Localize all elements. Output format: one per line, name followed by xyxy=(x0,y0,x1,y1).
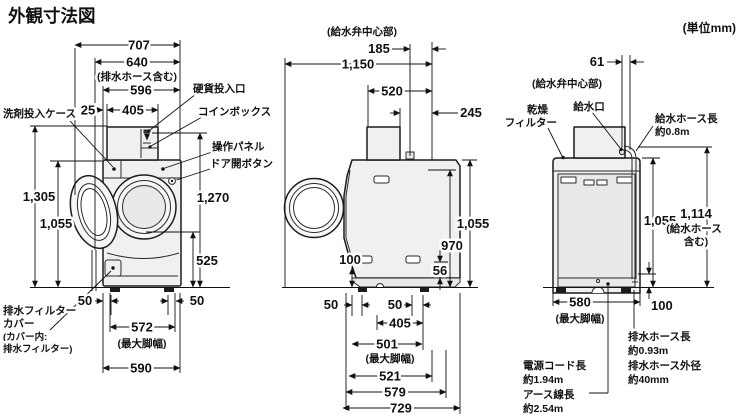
unit-note: (単位mm) xyxy=(683,20,736,35)
rear-foot-left xyxy=(556,287,566,293)
coin-box-unit xyxy=(106,126,159,161)
label-drain-filter-2: カバー xyxy=(3,318,35,330)
dim-1114-note-2: 含む) xyxy=(684,235,709,248)
dim-1305: 1,305 xyxy=(23,189,56,204)
side-machine-drawing xyxy=(283,126,461,292)
cord-exit xyxy=(595,278,601,284)
dim-50-left: 50 xyxy=(78,293,92,308)
dim-1114-note-1: (給水ホース xyxy=(666,222,721,235)
dim-1055-front: 1,055 xyxy=(40,216,73,231)
dim-1114: 1,114 xyxy=(680,206,713,221)
label-door-open-button: ドア開ボタン xyxy=(210,157,273,170)
label-coin-slot: 硬貨投入口 xyxy=(193,82,246,95)
side-view: (給水弁中心部) 185 1,150 520 245 970 1,055 56 … xyxy=(282,23,492,418)
dim-970: 970 xyxy=(441,238,463,253)
rear-foot-right xyxy=(621,287,631,293)
drum-window xyxy=(122,185,166,229)
open-door xyxy=(69,174,119,250)
side-base xyxy=(351,277,461,288)
label-drain-filter-1: 排水フィルター xyxy=(3,304,76,317)
dim-1150: 1,150 xyxy=(342,57,375,72)
dim-520: 520 xyxy=(381,84,403,99)
label-drain-hose-4: 約40mm xyxy=(628,373,669,386)
dim-1270: 1,270 xyxy=(197,190,230,205)
dim-572: 572 xyxy=(131,320,153,335)
dim-405: 405 xyxy=(122,103,144,118)
dim-640: 640 xyxy=(126,55,148,70)
dim-707: 707 xyxy=(128,38,150,53)
dim-640-note: (排水ホース含む) xyxy=(97,70,177,83)
dim-580-note: (最大脚幅) xyxy=(556,312,605,325)
label-water-inlet: 給水口 xyxy=(573,100,605,113)
supply-hose xyxy=(623,145,638,283)
dim-579: 579 xyxy=(384,385,406,400)
side-top-duct xyxy=(366,126,401,161)
front-foot-left xyxy=(110,287,120,292)
coin-slot-opening xyxy=(143,129,150,134)
side-dimension-lines xyxy=(282,42,478,414)
side-foot-rear xyxy=(420,287,429,292)
dim-100-rear: 100 xyxy=(651,298,673,313)
label-valve-center-side: (給水弁中心部) xyxy=(327,25,397,38)
dim-521: 521 xyxy=(379,369,401,384)
label-detergent-case: 洗剤投入ケース xyxy=(3,107,76,120)
label-drain-filter-3: (カバー内: xyxy=(3,331,47,343)
label-earth-wire-1: アース線長 xyxy=(523,388,575,401)
dim-56: 56 xyxy=(433,263,447,278)
label-dry-filter-2: フィルター xyxy=(505,117,557,129)
dim-572-note: (最大脚幅) xyxy=(118,337,167,350)
dim-501: 501 xyxy=(376,337,398,352)
drain-hose-front xyxy=(91,250,97,291)
dim-501-note: (最大脚幅) xyxy=(366,352,415,365)
rear-panel xyxy=(557,173,636,288)
rear-machine-drawing xyxy=(552,126,641,294)
label-coin-box: コインボックス xyxy=(198,105,271,118)
dim-596: 596 xyxy=(130,83,152,98)
front-machine-drawing xyxy=(69,126,182,292)
front-foot-right xyxy=(164,287,174,292)
dim-50-front: 50 xyxy=(324,297,338,312)
rear-top-duct xyxy=(573,126,626,159)
label-earth-wire-2: 約2.54m xyxy=(523,402,563,415)
label-valve-center-rear: (給水弁中心部) xyxy=(532,77,602,90)
dim-61: 61 xyxy=(590,54,604,69)
dim-729: 729 xyxy=(390,401,412,416)
label-control-panel: 操作パネル xyxy=(212,140,265,153)
label-supply-hose-2: 約0.8m xyxy=(655,125,689,138)
label-supply-hose-1: 給水ホース長 xyxy=(655,112,718,125)
dim-590: 590 xyxy=(130,361,152,376)
side-foot-front xyxy=(358,287,367,292)
dim-185: 185 xyxy=(368,41,390,56)
dim-25: 25 xyxy=(81,103,95,118)
dim-525: 525 xyxy=(196,253,218,268)
dim-100-side: 100 xyxy=(339,252,361,267)
front-leader-lines xyxy=(49,93,213,331)
front-view: 707 640 (排水ホース含む) 596 25 405 洗剤投入ケース 硬貨投… xyxy=(1,35,276,378)
dim-245: 245 xyxy=(460,105,482,120)
label-power-cord-2: 約1.94m xyxy=(523,373,563,386)
rear-dimension-lines xyxy=(543,55,714,306)
rear-view: 61 (給水弁中心部) 乾燥 フィルター 給水口 給水ホース長 約0.8m 1,… xyxy=(502,52,724,418)
rear-leader-lines xyxy=(547,111,654,394)
dim-50-rear: 50 xyxy=(388,297,402,312)
label-power-cord-1: 電源コード長 xyxy=(523,359,586,372)
front-dimension-lines xyxy=(30,40,230,373)
label-drain-filter-4: 排水フィルター) xyxy=(3,343,72,355)
dim-50-right: 50 xyxy=(190,293,204,308)
label-drain-hose-3: 排水ホース外径 xyxy=(628,359,701,372)
label-dry-filter-1: 乾燥 xyxy=(527,103,548,116)
dim-405-side: 405 xyxy=(389,316,411,331)
label-drain-hose-2: 約0.93m xyxy=(628,344,668,357)
dim-580: 580 xyxy=(569,295,591,310)
dim-1055-side: 1,055 xyxy=(457,216,490,231)
dim-1055-rear: 1,055 xyxy=(644,213,677,228)
label-drain-hose-1: 排水ホース長 xyxy=(628,330,691,343)
page-title: 外観寸法図 xyxy=(8,6,96,26)
